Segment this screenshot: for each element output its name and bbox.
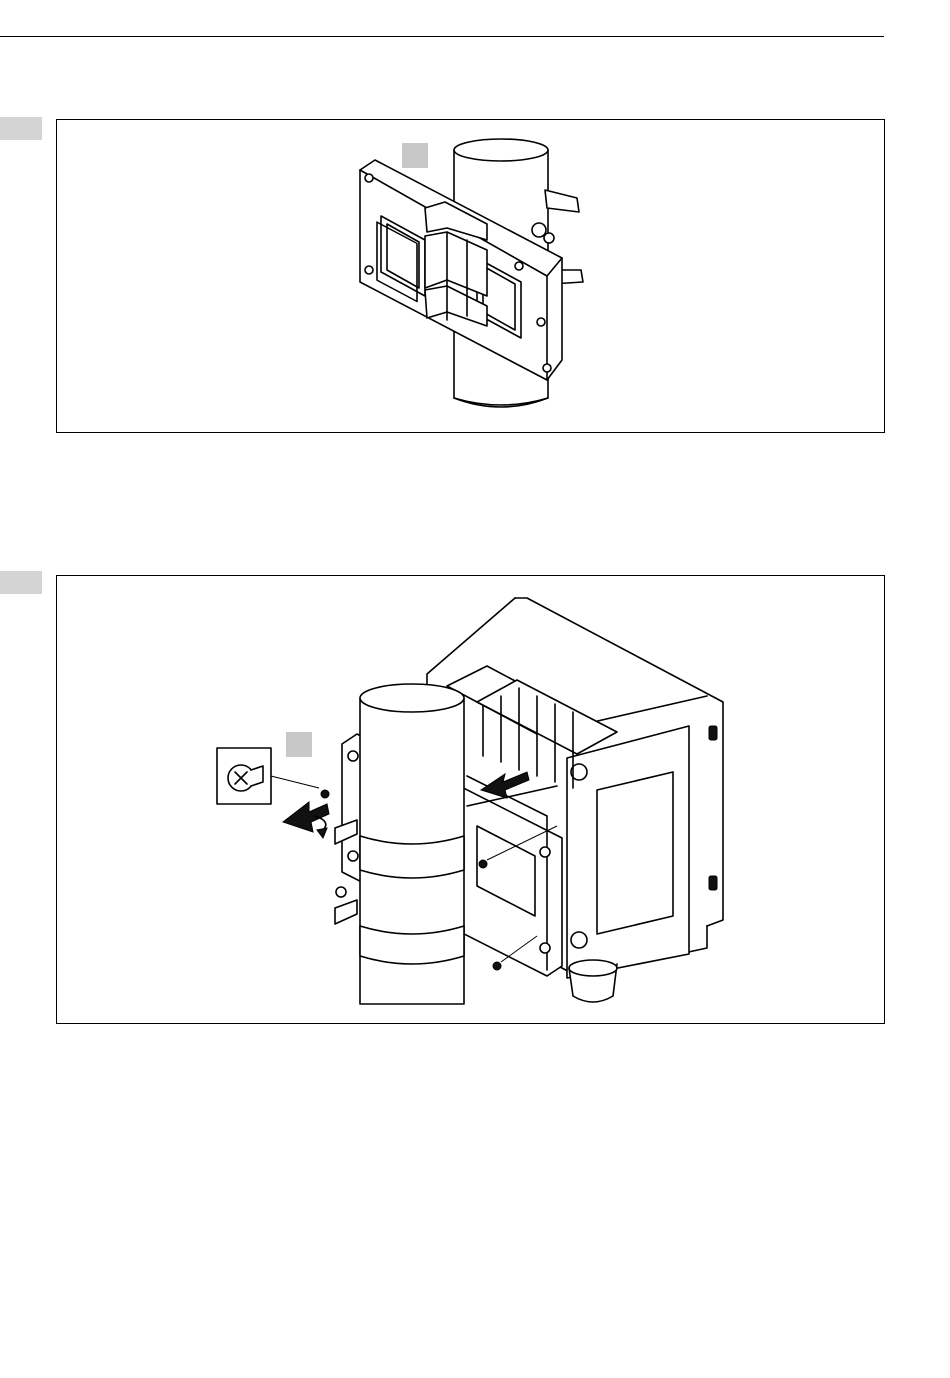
figure-2-callout-1 bbox=[286, 732, 312, 757]
figure-2-tab bbox=[0, 571, 42, 594]
hinge-brackets bbox=[425, 202, 487, 326]
header-rule bbox=[0, 36, 884, 37]
figure-2-device-on-pipe bbox=[56, 575, 885, 1024]
figure-1-tab bbox=[0, 117, 42, 140]
pipe bbox=[360, 684, 464, 1004]
figure-1-pipe-mounting-plate bbox=[56, 119, 885, 433]
figure-1-drawing bbox=[57, 120, 884, 432]
figure-2-drawing bbox=[57, 576, 884, 1023]
figure-1-callout bbox=[402, 143, 428, 168]
